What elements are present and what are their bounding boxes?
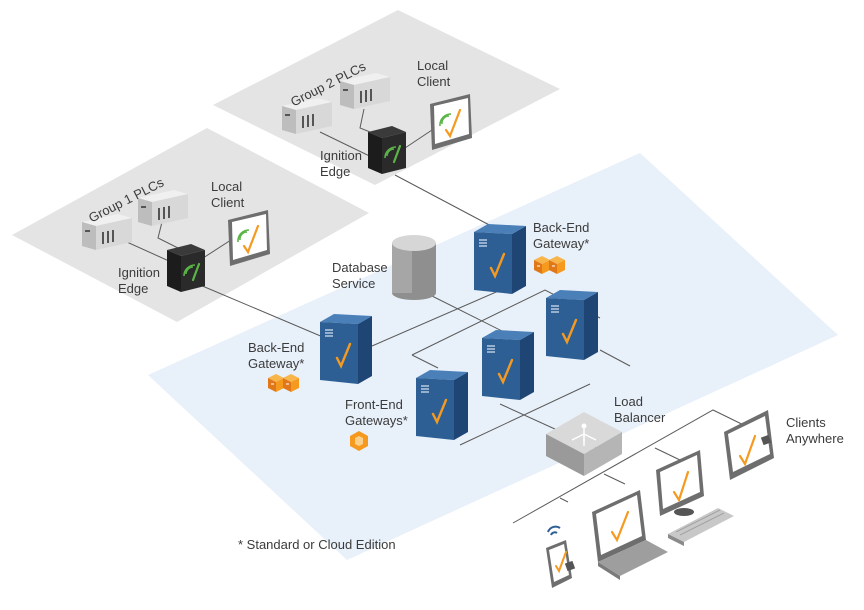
back-end-gateway-server-icon (318, 312, 374, 386)
load-balancer-icon (546, 412, 622, 476)
front-end-gateway-server-icon (414, 368, 470, 442)
group1-platform (12, 128, 369, 322)
keyboard-icon (668, 508, 734, 546)
monitor-icon (656, 450, 704, 516)
module-icon (350, 431, 368, 451)
back-end-gateway-server-icon (472, 222, 528, 296)
phone-icon (546, 525, 576, 588)
footnote: * Standard or Cloud Edition (238, 537, 396, 552)
database-icon (392, 235, 436, 300)
front-end-gateway-server-icon (544, 288, 600, 362)
monitor-icon (724, 410, 774, 480)
front-end-gateway-server-icon (480, 328, 536, 402)
ignition-edge-icon (366, 124, 408, 176)
laptop-icon (592, 490, 668, 580)
ignition-edge-icon (165, 242, 207, 294)
